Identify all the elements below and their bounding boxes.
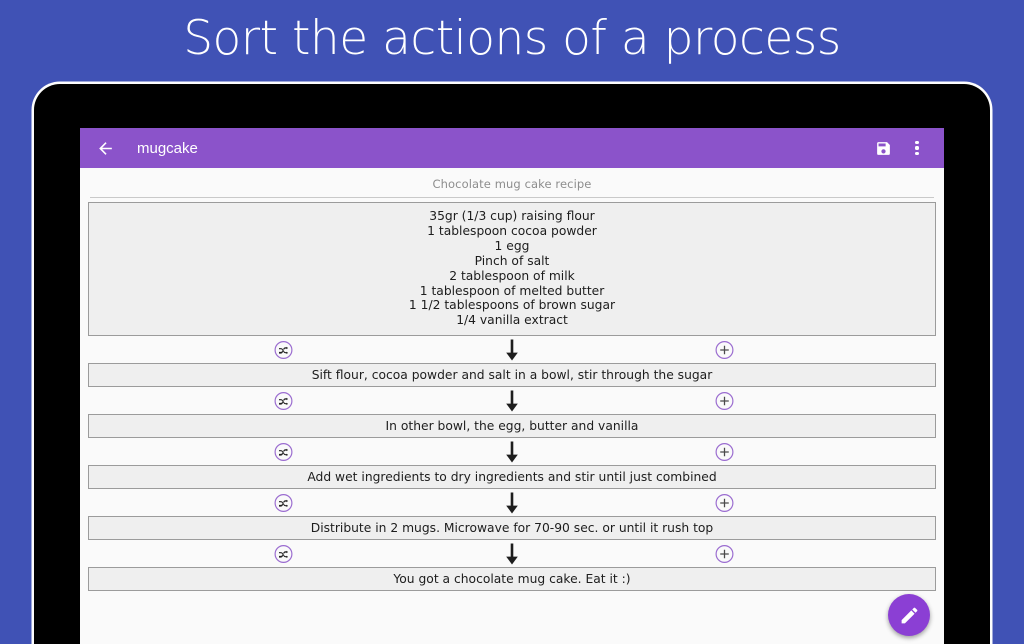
connector-row [88, 489, 936, 516]
app-title: mugcake [137, 139, 198, 157]
step-text: In other bowl, the egg, butter and vanil… [385, 419, 639, 434]
ingredient-line: Pinch of salt [474, 253, 550, 268]
step-card[interactable]: Add wet ingredients to dry ingredients a… [88, 465, 936, 490]
back-arrow-icon[interactable] [92, 135, 118, 161]
shuffle-icon[interactable] [274, 391, 293, 410]
step-card[interactable]: Distribute in 2 mugs. Microwave for 70-9… [88, 516, 936, 541]
shuffle-icon[interactable] [274, 442, 293, 461]
arrow-down-icon [506, 441, 518, 463]
overflow-menu-icon[interactable] [904, 135, 930, 161]
document-content: Chocolate mug cake recipe 35gr (1/3 cup)… [80, 168, 944, 644]
shuffle-icon[interactable] [274, 544, 293, 563]
step-text: Add wet ingredients to dry ingredients a… [307, 470, 717, 485]
step-text: Distribute in 2 mugs. Microwave for 70-9… [310, 521, 714, 536]
arrow-down-icon [506, 543, 518, 565]
add-circle-icon[interactable] [715, 493, 734, 512]
ingredient-line: 2 tablespoon of milk [449, 268, 575, 283]
ingredients-card[interactable]: 35gr (1/3 cup) raising flour 1 tablespoo… [88, 202, 936, 337]
edit-fab-button[interactable] [888, 594, 930, 636]
shuffle-icon[interactable] [274, 340, 293, 359]
add-circle-icon[interactable] [715, 391, 734, 410]
connector-row [88, 540, 936, 567]
tablet-screen: mugcake Chocolate mug cake recipe 35gr (… [80, 128, 944, 644]
add-circle-icon[interactable] [715, 544, 734, 563]
arrow-down-icon [506, 492, 518, 514]
ingredient-line: 1 tablespoon cocoa powder [427, 223, 597, 238]
app-toolbar: mugcake [80, 128, 944, 168]
ingredient-line: 1 tablespoon of melted butter [419, 283, 605, 298]
ingredient-line: 35gr (1/3 cup) raising flour [429, 209, 595, 223]
step-card[interactable]: You got a chocolate mug cake. Eat it :) [88, 567, 936, 592]
step-card[interactable]: Sift flour, cocoa powder and salt in a b… [88, 363, 936, 388]
ingredient-line: 1 egg [494, 238, 530, 253]
recipe-title: Chocolate mug cake recipe [432, 177, 592, 191]
title-divider [90, 197, 934, 198]
save-floppy-icon[interactable] [870, 135, 896, 161]
ingredient-line: 1 1/2 tablespoons of brown sugar [408, 298, 616, 313]
connector-row [88, 336, 936, 363]
overflow-dots [915, 140, 919, 157]
connector-row [88, 438, 936, 465]
ingredient-line: 1/4 vanilla extract [456, 313, 568, 328]
shuffle-icon[interactable] [274, 493, 293, 512]
step-text: Sift flour, cocoa powder and salt in a b… [311, 368, 713, 383]
step-card[interactable]: In other bowl, the egg, butter and vanil… [88, 414, 936, 439]
arrow-down-icon [506, 390, 518, 412]
add-circle-icon[interactable] [715, 340, 734, 359]
step-text: You got a chocolate mug cake. Eat it :) [393, 572, 631, 587]
tablet-device-frame: mugcake Chocolate mug cake recipe 35gr (… [34, 84, 990, 644]
promo-headline: Sort the actions of a process [183, 11, 841, 66]
connector-row [88, 387, 936, 414]
add-circle-icon[interactable] [715, 442, 734, 461]
edit-pencil-icon [901, 607, 917, 623]
arrow-down-icon [506, 339, 518, 361]
